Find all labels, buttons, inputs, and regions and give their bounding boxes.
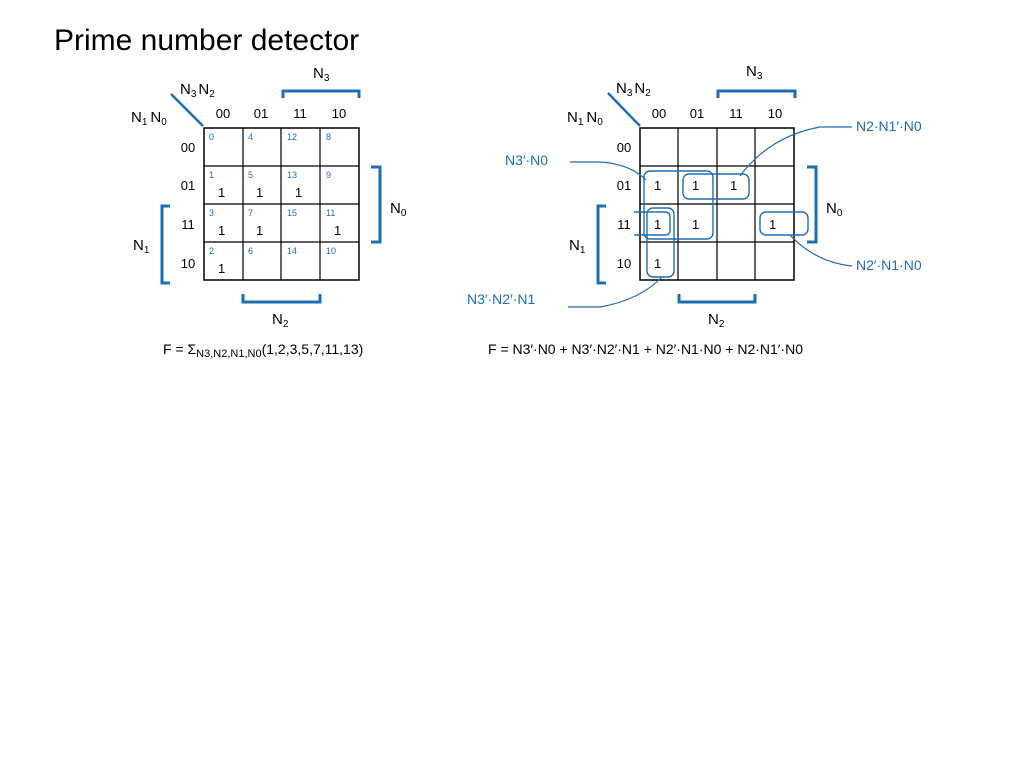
left-diagonal (170, 93, 204, 127)
left-minterm: 8 (326, 132, 331, 142)
left-cell-value: 1 (218, 223, 225, 238)
left-cell-value: 1 (218, 261, 225, 276)
group-n3p-n0 (643, 170, 714, 240)
left-cell-value: 1 (218, 185, 225, 200)
right-row-header: 10 (617, 256, 631, 271)
left-row-header: 01 (181, 178, 195, 193)
term-label-n3p-n2p-n1: N3′·N2′·N1 (467, 291, 535, 307)
left-bracket-n3 (281, 89, 361, 98)
right-col-header: 10 (768, 106, 782, 121)
left-minterm: 9 (326, 170, 331, 180)
right-cell-value: 1 (769, 217, 776, 232)
right-row-header: 01 (617, 178, 631, 193)
group-n2p-n1-n0-wrap-right (759, 211, 809, 236)
left-cell-value: 1 (295, 185, 302, 200)
right-bracket-n3 (716, 89, 797, 98)
left-row-header: 00 (181, 140, 195, 155)
right-label-n1: N1 (569, 237, 586, 256)
group-n2p-n1-n0-wrap-left (634, 211, 671, 236)
term-label-n2-n1p-n0: N2·N1′·N0 (856, 118, 922, 134)
right-cell-value: 1 (654, 217, 661, 232)
term-label-n3p-n0: N3′·N0 (505, 152, 548, 168)
left-minterm: 3 (209, 208, 214, 218)
left-label-n3: N3 (313, 65, 330, 84)
slide-title: Prime number detector (54, 24, 360, 57)
left-equation: F = ΣN3,N2,N1,N0(1,2,3,5,7,11,13) (163, 341, 363, 360)
left-minterm: 11 (326, 208, 335, 218)
right-cell-value: 1 (692, 217, 699, 232)
right-row-header: 00 (617, 140, 631, 155)
leader-n3p-n0 (570, 161, 647, 181)
left-minterm: 2 (209, 246, 214, 256)
right-equation: F = N3′·N0 + N3′·N2′·N1 + N2′·N1·N0 + N2… (488, 341, 803, 357)
right-col-header: 11 (729, 106, 743, 121)
right-label-n3: N3 (746, 63, 763, 82)
left-minterm: 14 (287, 246, 297, 256)
left-minterm: 0 (209, 132, 214, 142)
right-cell-value: 1 (654, 256, 661, 271)
right-diagonal (607, 92, 641, 127)
group-n3p-n2p-n1 (646, 207, 675, 278)
left-minterm: 5 (248, 170, 253, 180)
group-n2-n1p-n0 (682, 173, 750, 200)
right-label-n0: N0 (826, 200, 843, 219)
left-minterm: 4 (248, 132, 253, 142)
left-col-header: 10 (332, 106, 346, 121)
left-minterm: 6 (248, 246, 253, 256)
left-label-n1: N1 (133, 237, 150, 256)
right-bracket-n0 (807, 165, 818, 244)
right-col-header: 00 (652, 106, 666, 121)
right-cell-value: 1 (730, 178, 737, 193)
left-minterm: 7 (248, 208, 253, 218)
leader-n3p-n2p-n1 (568, 276, 663, 308)
right-cell-value: 1 (692, 178, 699, 193)
left-row-header: 10 (181, 256, 195, 271)
left-row-header: 11 (181, 217, 195, 232)
left-minterm: 12 (287, 132, 297, 142)
right-bracket-n1 (596, 204, 606, 285)
left-bracket-n0 (371, 165, 382, 244)
left-col-header: 00 (216, 106, 230, 121)
left-label-n2: N2 (272, 311, 289, 330)
left-label-n0: N0 (390, 200, 407, 219)
leader-n2-n1p-n0 (739, 126, 852, 177)
left-col-header: 01 (254, 106, 268, 121)
left-minterm: 1 (209, 170, 214, 180)
left-bracket-n2 (241, 294, 322, 304)
left-bracket-n1 (160, 204, 170, 285)
left-cell-value: 1 (334, 223, 341, 238)
left-col-header: 11 (293, 106, 307, 121)
right-label-n2: N2 (708, 311, 725, 330)
left-minterm: 10 (326, 246, 336, 256)
left-cell-value: 1 (256, 185, 263, 200)
right-row-header: 11 (617, 217, 631, 232)
left-minterm: 13 (287, 170, 297, 180)
right-cell-value: 1 (654, 178, 661, 193)
leader-n2p-n1-n0 (789, 234, 853, 267)
term-label-n2p-n1-n0: N2′·N1·N0 (856, 257, 922, 273)
right-bracket-n2 (677, 294, 757, 304)
left-minterm: 15 (287, 208, 297, 218)
left-cell-value: 1 (256, 223, 263, 238)
right-col-header: 01 (690, 106, 704, 121)
